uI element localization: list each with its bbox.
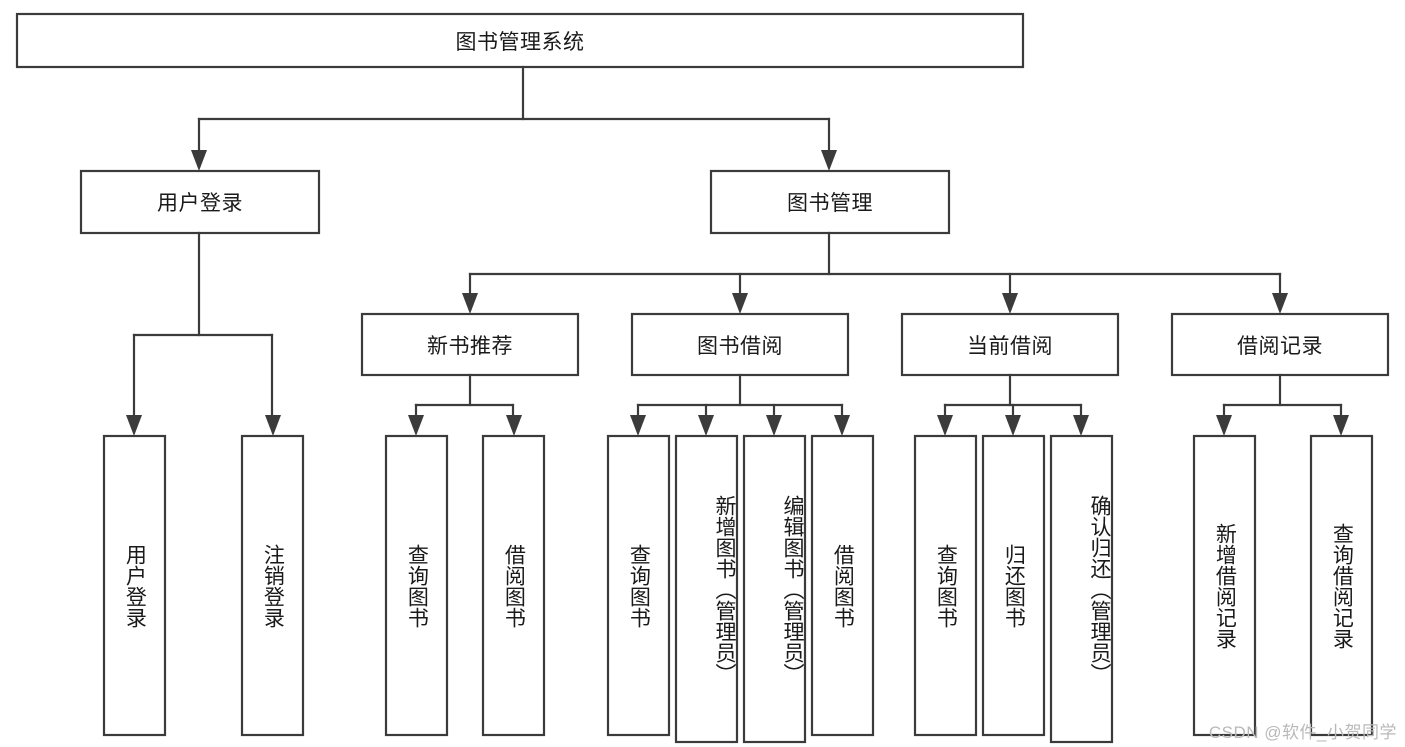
arrow-head-leaf-current-query	[937, 415, 953, 436]
leaf-box-borrow-query-book[interactable]	[606, 434, 671, 737]
arrow-head-leaf-borrow-borrow	[834, 415, 850, 436]
connector-borrow-records-to-leaves	[1216, 373, 1349, 436]
arrow-head-leaf-records-query	[1333, 415, 1349, 436]
arrow-head-book-management	[821, 150, 837, 171]
leaf-box-user-login-logout[interactable]	[240, 434, 305, 737]
arrow-head-leaf-recommend-query	[408, 415, 424, 436]
arrow-head-leaf-borrow-edit	[766, 415, 782, 436]
leaf-box-current-query-book[interactable]	[913, 434, 978, 737]
leaf-box-current-return-book[interactable]	[981, 434, 1046, 737]
arrow-head-leaf-borrow-query	[630, 415, 646, 436]
connector-root-to-level2	[191, 65, 837, 171]
arrow-head-borrow-records	[1272, 293, 1288, 314]
arrow-head-leaf-current-return	[1005, 415, 1021, 436]
connector-recommend-to-leaves	[408, 373, 522, 436]
arrow-head-leaf-borrow-add	[698, 415, 714, 436]
arrow-head-leaf-current-confirm	[1073, 415, 1089, 436]
node-box-current-borrow[interactable]	[900, 312, 1120, 377]
connector-book-borrow-to-leaves	[630, 373, 850, 436]
arrow-head-leaf-recommend-borrow	[506, 415, 522, 436]
arrow-head-new-book-recommend	[462, 293, 478, 314]
leaf-box-recommend-borrow-book[interactable]	[481, 434, 546, 737]
leaf-box-records-add-record[interactable]	[1192, 434, 1257, 737]
leaf-box-user-login-login[interactable]	[102, 434, 167, 737]
leaf-box-borrow-borrow-book[interactable]	[810, 434, 875, 737]
leaf-box-records-query-record[interactable]	[1309, 434, 1374, 737]
arrow-head-leaf-records-add	[1216, 415, 1232, 436]
node-box-book-management[interactable]	[709, 169, 951, 235]
arrow-head-leaf-user-login	[126, 415, 142, 436]
connector-current-borrow-to-leaves	[937, 373, 1089, 436]
node-box-root[interactable]	[15, 12, 1025, 69]
arrow-head-user-login	[191, 150, 207, 171]
leaf-box-borrow-edit-book[interactable]	[742, 434, 807, 744]
node-box-user-login[interactable]	[79, 169, 321, 235]
connector-book-management-to-level3	[462, 231, 1288, 314]
arrow-head-current-borrow	[1002, 293, 1018, 314]
leaf-box-current-confirm-return[interactable]	[1049, 434, 1114, 744]
node-box-borrow-records[interactable]	[1170, 312, 1390, 377]
node-box-new-book-recommend[interactable]	[360, 312, 580, 377]
connector-user-login-to-leaves	[126, 231, 281, 436]
arrow-head-book-borrow	[732, 293, 748, 314]
leaf-box-borrow-add-book[interactable]	[674, 434, 739, 744]
leaf-box-recommend-query-book[interactable]	[384, 434, 449, 737]
node-box-book-borrow[interactable]	[630, 312, 850, 377]
arrow-head-leaf-user-logout	[265, 415, 281, 436]
